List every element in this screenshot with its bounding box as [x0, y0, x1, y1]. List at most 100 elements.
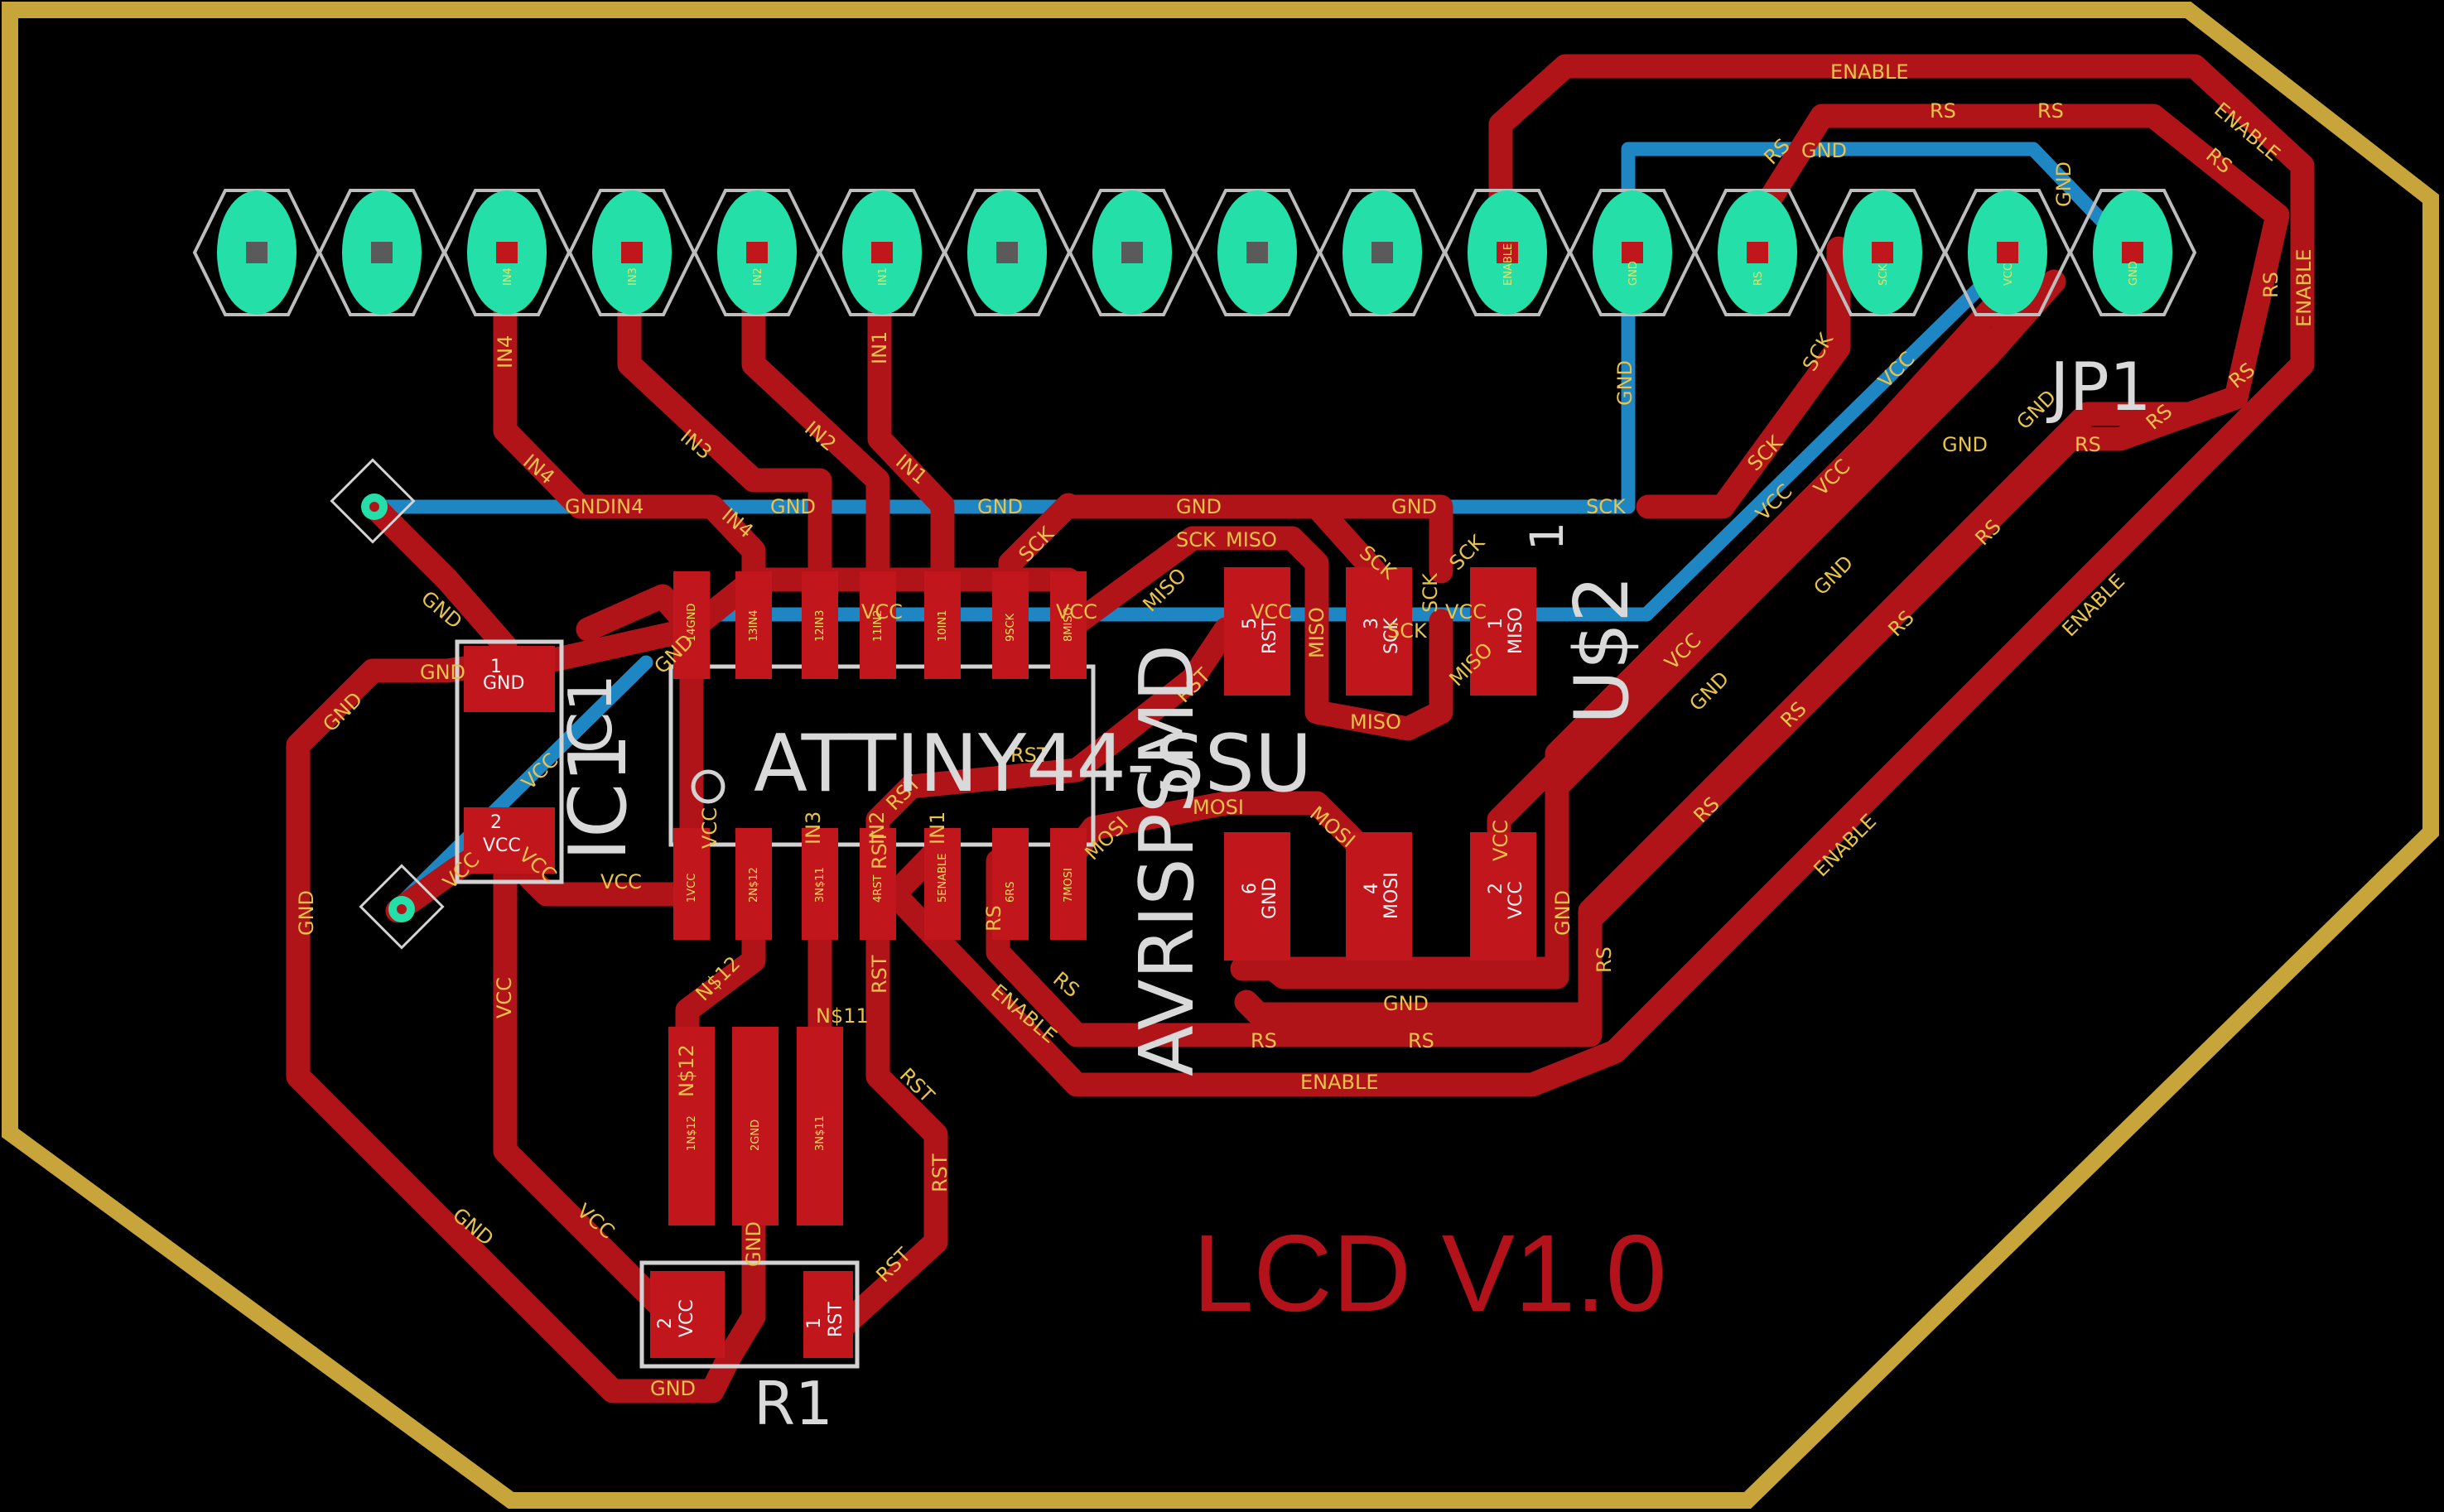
ic1-pad-top	[1050, 571, 1087, 679]
label-vcc-6: VCC	[861, 600, 903, 624]
ic1-pad-top	[673, 571, 710, 679]
ic1-pad-bottom-label: 7MOSI	[1063, 868, 1075, 903]
r1-pad1-net: RST	[826, 1302, 846, 1337]
ic1-pad-top-label: 14GND	[686, 604, 698, 642]
label-rs-13: RS	[1593, 946, 1616, 973]
label-vcc-16: VCC	[698, 807, 721, 849]
label-enable-6: ENABLE	[1300, 1071, 1379, 1094]
ic1-pad-top-label: 11IN2	[872, 610, 885, 642]
u2-pad-num: 2	[1486, 883, 1506, 894]
label-gnd-5: GND	[1613, 360, 1637, 406]
u2-pad	[1346, 567, 1412, 696]
r1-resistor: 2 VCC 1 RST	[639, 1260, 860, 1369]
u2-pad-net: RST	[1260, 619, 1280, 654]
label-vcc-9: VCC	[1445, 600, 1487, 624]
u2-pad-net: MOSI	[1381, 872, 1402, 919]
jp1-name-label: JP1	[2046, 349, 2152, 426]
ic1-pad-bottom	[860, 828, 896, 940]
ic1-pad-bottom-label: 4RST	[872, 874, 885, 903]
ic1-pad-top	[802, 571, 838, 679]
label-sck-8: SCK	[1387, 619, 1428, 643]
label-enable-3: ENABLE	[2292, 248, 2316, 327]
label-miso-4: MISO	[1305, 607, 1328, 658]
u2-pad-num: 3	[1362, 618, 1382, 629]
board-title: LCD V1.0	[1193, 1212, 1666, 1334]
jp1-pin-label: IN1	[877, 267, 889, 286]
label-gnd-11: GND	[977, 495, 1023, 518]
ic1-pad-top-label: 10IN1	[937, 610, 949, 642]
resonator-pad	[797, 1027, 843, 1225]
ic1-footprint: 14GND1VCC13IN42N$1212IN33N$1111IN24RST10…	[668, 571, 1096, 940]
ic1-pad-bottom	[924, 828, 961, 940]
u2-value-label: AVRISPSMD	[1124, 644, 1211, 1076]
jp1-pin-label: VCC	[2003, 263, 2015, 286]
jp1-pin: RS	[1693, 189, 1822, 316]
u2-pad-net: SCK	[1381, 618, 1402, 654]
ic1-pad-top	[992, 571, 1029, 679]
ic1-name-label: IC1	[553, 733, 644, 861]
resonator-pad-label: 1N$12	[686, 1115, 698, 1151]
u2-pin1-marker: 1	[1521, 522, 1574, 551]
label-rs-1: RS	[1930, 99, 1956, 123]
jp1-pin-label: IN3	[627, 267, 639, 286]
label-sck-7: SCK	[1419, 572, 1442, 613]
label-gnd-18: GND	[295, 890, 318, 936]
label-vcc-7: VCC	[1056, 600, 1097, 624]
label-gnd-9: GND	[1383, 992, 1429, 1015]
label-miso-2: MISO	[1350, 710, 1401, 734]
label-gnd-top: GND	[1801, 139, 1847, 162]
resonator-pad-label: 3N$11	[814, 1115, 827, 1151]
jp1-pin-label: ENABLE	[1502, 243, 1515, 286]
label-in3-1: IN3	[802, 811, 825, 845]
ic1-pad-top-label: 13IN4	[748, 610, 760, 642]
resonator-pad-label: 2GND	[750, 1120, 762, 1151]
resonator-pad	[668, 1027, 715, 1225]
r1-pad2-num: 2	[655, 1317, 676, 1329]
label-gnd-7: GND	[1685, 667, 1733, 716]
label-gnd-10: GND	[1176, 495, 1222, 518]
label-rst-1: RST	[1010, 744, 1049, 767]
jp1-pin-label: GND	[1627, 261, 1640, 286]
jp1-pin	[1193, 189, 1322, 316]
label-sck-3: SCK	[1176, 528, 1217, 551]
label-gnd-13: GND	[770, 495, 816, 518]
ic1-pad-bottom	[673, 828, 710, 940]
c1-pad1-num: 1	[490, 657, 502, 677]
ic1-pad-bottom-label: 2N$12	[748, 867, 760, 903]
label-n12-2: N$12	[675, 1044, 698, 1097]
r1-name-label: R1	[754, 1369, 833, 1438]
label-rs-16: RS	[982, 905, 1005, 932]
ic1-pad-top	[860, 571, 896, 679]
jp1-pin: GND	[1568, 189, 1697, 316]
ic1-value-label: ATTINY44-SSU	[754, 719, 1312, 810]
ic1-pad-top	[924, 571, 961, 679]
label-rs-2: RS	[2037, 99, 2064, 123]
jp1-pin-label: IN2	[752, 267, 764, 286]
u2-pad-num: 1	[1486, 618, 1506, 629]
label-n11-1: N$11	[816, 1004, 869, 1028]
label-vcc-10: VCC	[493, 977, 516, 1018]
c1-name-label: C1	[556, 674, 625, 754]
jp1-pin: IN3	[567, 189, 697, 316]
label-mosi-1: MOSI	[1193, 796, 1244, 819]
label-vcc-12: VCC	[600, 870, 642, 893]
ic1-pad-top-label: 12IN3	[814, 610, 827, 642]
jp1-pin: ENABLE	[1443, 189, 1572, 316]
label-gnd-12: GND	[1391, 495, 1437, 518]
label-gnd-2: GND	[1942, 433, 1988, 456]
u2-pad	[1470, 832, 1536, 961]
label-vcc-8: VCC	[1251, 600, 1292, 624]
label-gnd-21: GND	[742, 1221, 765, 1267]
ic1-pad-top-label: 8MISO	[1063, 607, 1075, 642]
ic1-pad-bottom	[992, 828, 1029, 940]
jp1-pin-label: SCK	[1878, 264, 1890, 286]
u2-pad-num: 6	[1240, 883, 1261, 894]
jp1-pin: IN1	[817, 189, 947, 316]
u2-pad-num: 5	[1240, 618, 1261, 629]
label-enable-top: ENABLE	[1830, 60, 1909, 84]
vias	[330, 458, 445, 950]
